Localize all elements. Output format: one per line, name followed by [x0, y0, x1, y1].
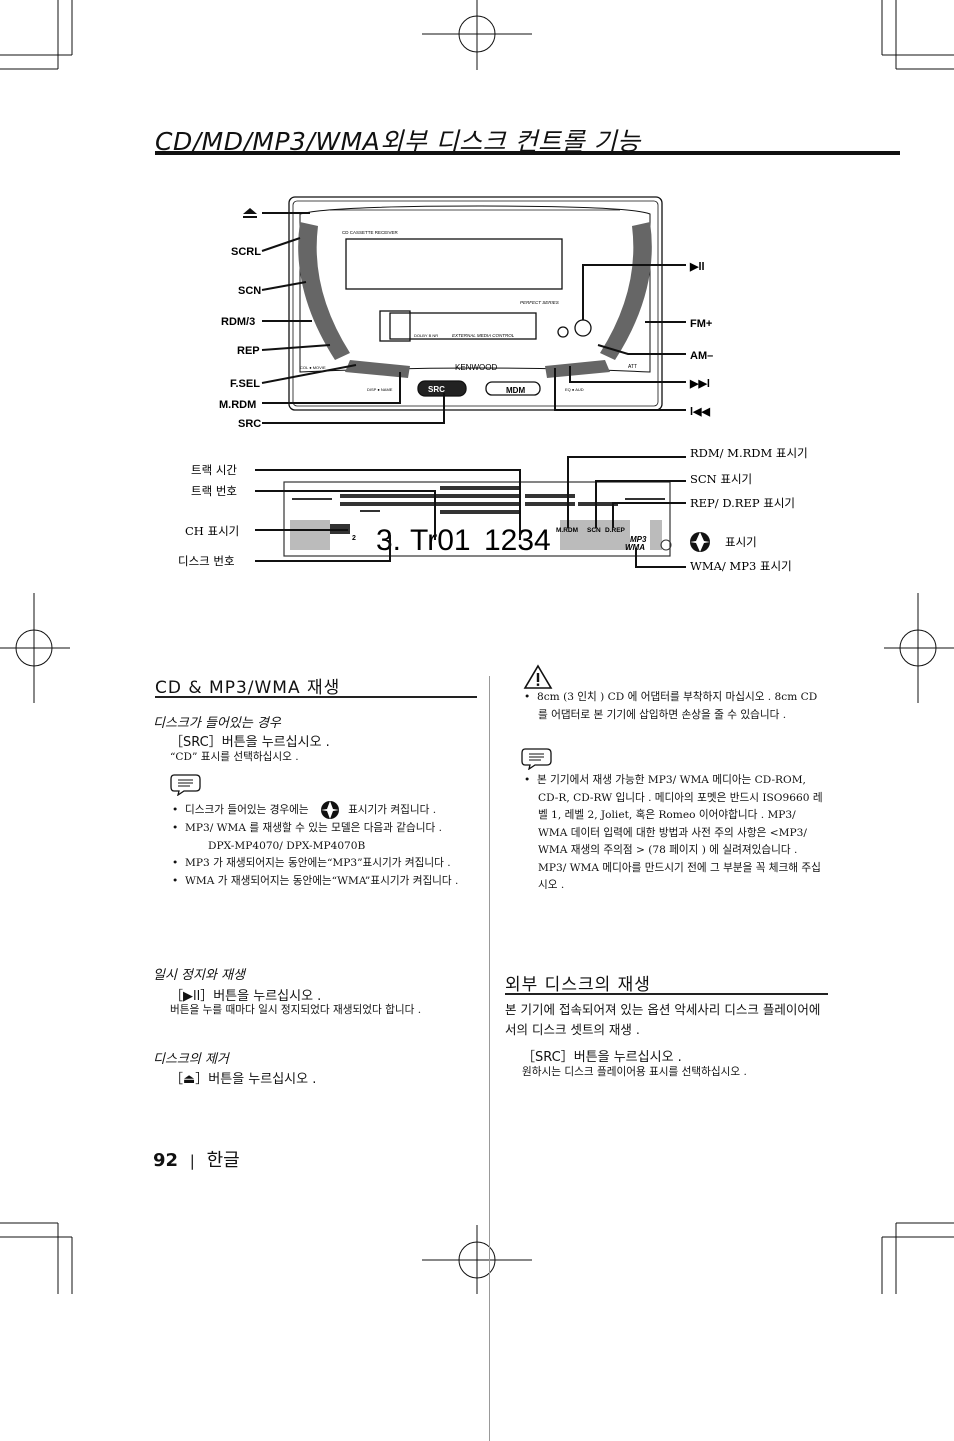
note-icon: [170, 774, 201, 796]
label-prev: l◀◀: [690, 406, 711, 418]
unit-cd-cassette: CD CASSETTE RECEIVER: [342, 230, 399, 235]
warning-icon: [523, 664, 553, 689]
label-scn: SCN: [238, 285, 261, 297]
display-mp3: MP3: [630, 535, 647, 544]
step-eject: ［⏏］버튼을 누르십시오 .: [170, 1072, 317, 1087]
display-disc: 3.: [376, 524, 401, 557]
unit-dolby: DOLBY B NR: [414, 333, 438, 338]
unit-col-label: COL ● MOVIE: [300, 365, 326, 370]
unit-perfect-series: PERFECT SERIES: [520, 300, 559, 305]
label-fsel: F.SEL: [230, 378, 260, 390]
crop-marks: [0, 0, 954, 1294]
label-scrl: SCRL: [231, 246, 261, 258]
label-am-minus: AM–: [690, 350, 713, 362]
list-item: • MP3/ WMA 를 재생할 수 있는 모델은 다음과 같습니다 .: [172, 822, 443, 834]
display-wma: WMA: [625, 543, 645, 552]
subheading-pause: 일시 정지와 재생: [153, 968, 245, 983]
model-names: DPX-MP4070/ DPX-MP4070B: [208, 839, 366, 852]
display-drep: D.REP: [605, 527, 626, 534]
step-pause-note: 버튼을 누를 때마다 일시 정지되었다 재생되었다 합니다 .: [170, 1004, 422, 1016]
label-disc-indicator: 표시기: [725, 535, 757, 549]
title-rule: [155, 151, 900, 155]
head-unit-diagram: SCRL SCN RDM/3 REP F.SEL M.RDM SRC ▶ll F…: [219, 196, 713, 430]
unit-brand: KENWOOD: [455, 363, 497, 372]
note-text: • 본 기기에서 재생 가능한 MP3/ WMA 메디아는 CD-ROM, CD…: [524, 774, 823, 891]
label-disc-number: 디스크 번호: [178, 554, 235, 568]
label-track-number: 트랙 번호: [191, 484, 237, 498]
left-bullets: • 디스크가 들어있는 경우에는 표시기가 켜집니다 . • MP3/ WMA …: [172, 800, 477, 890]
label-rep: REP: [237, 345, 260, 357]
section-heading-cd-playback: CD & MP3/WMA 재생: [155, 678, 341, 698]
list-item: • MP3 가 재생되어지는 동안에는“MP3”표시기가 켜집니다 .: [172, 857, 451, 869]
step-src-note: “CD” 표시를 선택하십시오 .: [170, 751, 299, 763]
label-play-pause: ▶ll: [689, 261, 705, 273]
display-mrdm: M.RDM: [556, 527, 578, 534]
display-diagram: 1 2 3. Tr01 1234 M.RDM SCN D.REP MP3 WMA…: [178, 446, 808, 573]
external-disc-intro: 본 기기에 접속되어져 있는 옵션 악세사리 디스크 플레이어에서의 디스크 셋…: [505, 1002, 821, 1037]
display-scn: SCN: [587, 527, 601, 534]
disc-icon: [321, 801, 340, 819]
display-ch-1: 1: [352, 527, 356, 534]
disc-icon: [690, 532, 710, 552]
unit-disp-label: DISP ● NAME: [367, 387, 393, 392]
step-src-external: ［SRC］버튼을 누르십시오 .: [522, 1050, 682, 1065]
subheading-eject: 디스크의 제거: [153, 1052, 229, 1067]
display-ch-2: 2: [352, 535, 356, 542]
label-track-time: 트랙 시간: [191, 463, 237, 477]
step-pause: ［▶ll］버튼을 누르십시오 .: [170, 989, 322, 1004]
unit-eq-label: EQ ● AUD: [565, 387, 584, 392]
subheading-disc-inserted: 디스크가 들어있는 경우: [153, 716, 281, 731]
label-scn-indicator: SCN 표시기: [690, 472, 752, 486]
column-divider: [489, 676, 490, 1441]
list-item: • 디스크가 들어있는 경우에는 표시기가 켜집니다 .: [172, 800, 477, 820]
label-fm-plus: FM+: [690, 318, 712, 330]
list-item: • WMA 가 재생되어지는 동안에는“WMA”표시기가 켜집니다 .: [172, 874, 459, 887]
label-rdm3: RDM/3: [221, 316, 255, 328]
section-rule: [155, 696, 477, 698]
label-ch-indicator: CH 표시기: [185, 524, 239, 538]
display-time: 1234: [484, 524, 551, 557]
unit-mdm-logo: MDM: [506, 386, 525, 395]
note-icon: [521, 748, 552, 770]
step-src: ［SRC］버튼을 누르십시오 .: [170, 735, 330, 750]
unit-src-button: SRC: [428, 385, 445, 394]
label-next: ▶▶l: [689, 378, 710, 390]
label-rdm-indicator: RDM/ M.RDM 표시기: [690, 446, 808, 460]
label-src: SRC: [238, 418, 261, 430]
warning-text: • 8cm (3 인치 ) CD 에 어댑터를 부착하지 마십시오 . 8cm …: [524, 691, 818, 721]
section-heading-external-disc: 외부 디스크의 재생: [505, 975, 651, 995]
section-rule: [505, 993, 828, 995]
step-src-external-note: 원하시는 디스크 플레이어용 표시를 선택하십시오 .: [522, 1066, 747, 1078]
page-footer: 92 | 한글: [153, 1146, 240, 1172]
label-mrdm: M.RDM: [219, 399, 256, 411]
display-track: Tr01: [410, 524, 471, 557]
label-rep-indicator: REP/ D.REP 표시기: [690, 496, 795, 510]
footer-language: 한글: [206, 1150, 240, 1171]
unit-att: ATT: [628, 364, 637, 370]
label-wma-mp3-indicator: WMA/ MP3 표시기: [690, 559, 792, 573]
footer-separator: |: [189, 1152, 195, 1170]
page-number: 92: [153, 1150, 179, 1171]
unit-ext-media: EXTERNAL MEDIA CONTROL: [452, 333, 515, 338]
